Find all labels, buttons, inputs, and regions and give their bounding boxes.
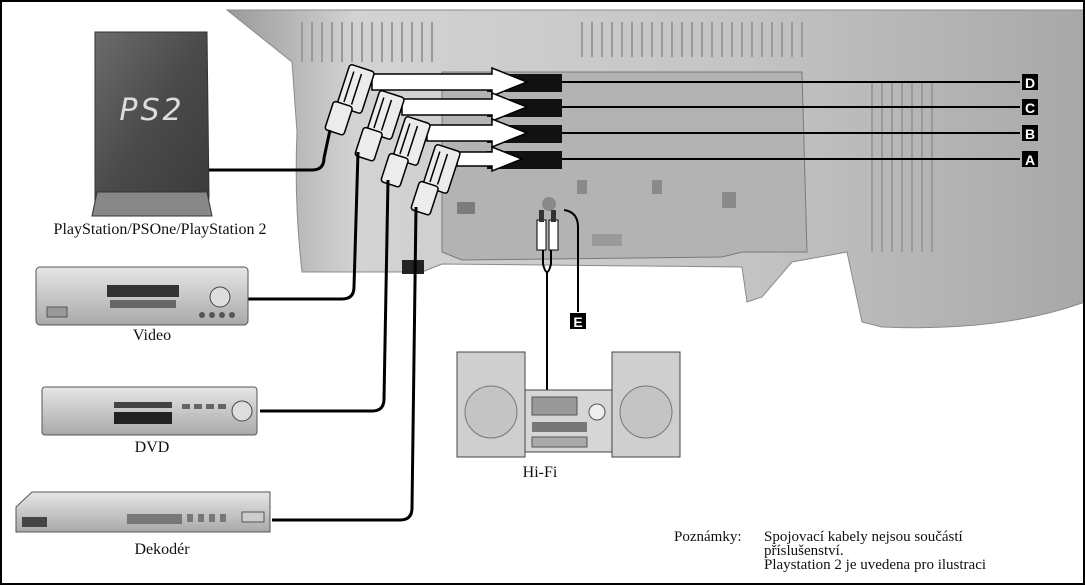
marker-e-label: E xyxy=(573,314,582,330)
notes-line: Spojovací kabely nejsou součástí xyxy=(764,530,1085,544)
caption-video: Video xyxy=(92,327,212,345)
caption-decoder: Dekodér xyxy=(92,541,232,559)
marker-c: C xyxy=(1022,99,1038,116)
caption-playstation: PlayStation/PSOne/PlayStation 2 xyxy=(10,221,310,239)
dvd-device xyxy=(42,387,257,435)
marker-c-label: C xyxy=(1025,100,1035,116)
marker-b-label: B xyxy=(1025,126,1035,142)
caption-hifi: Hi-Fi xyxy=(480,464,600,482)
marker-d: D xyxy=(1022,74,1038,91)
marker-a: A xyxy=(1022,151,1038,168)
notes-title: Poznámky: xyxy=(674,530,742,544)
notes-line: Playstation 2 je uvedena pro ilustraci xyxy=(764,558,1085,572)
decoder-device xyxy=(16,492,270,532)
marker-a-label: A xyxy=(1025,152,1035,168)
notes-text: Spojovací kabely nejsou součástí přísluš… xyxy=(764,530,1085,572)
marker-b: B xyxy=(1022,125,1038,142)
caption-dvd: DVD xyxy=(92,439,212,457)
ps2-logo: PS2 xyxy=(119,93,184,128)
notes-line: příslušenství. xyxy=(764,544,1085,558)
vcr-device xyxy=(36,267,248,325)
marker-e: E xyxy=(570,313,586,330)
playstation-console: PS2 xyxy=(92,32,212,216)
hifi-system xyxy=(457,352,680,457)
marker-d-label: D xyxy=(1025,75,1035,91)
